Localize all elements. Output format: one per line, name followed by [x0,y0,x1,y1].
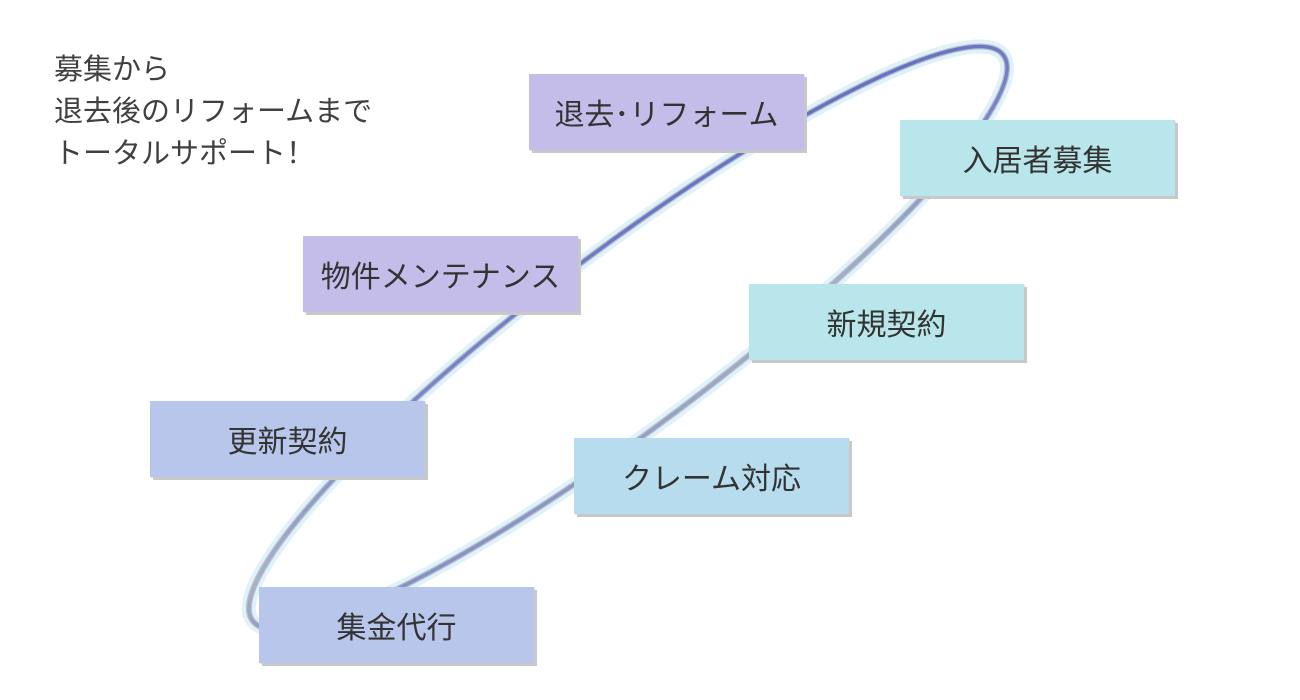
stage-claim-handling: クレーム対応 [574,438,849,514]
stage-label: 更新契約 [227,425,348,460]
stage-new-contract: 新規契約 [749,284,1024,360]
stage-rent-collection: 集金代行 [259,587,534,663]
stage-label: 新規契約 [826,308,947,343]
stage-label: 集金代行 [336,611,457,646]
intro-line-3: トータルサポート！ [54,136,316,170]
intro-text: 募集から 退去後のリフォームまで トータルサポート！ [54,48,372,174]
stage-tenant-recruitment: 入居者募集 [900,120,1175,196]
stage-property-maintenance: 物件メンテナンス [303,236,578,312]
intro-line-1: 募集から [54,52,171,86]
intro-line-2: 退去後のリフォームまで [54,94,373,128]
stage-label: クレーム対応 [621,462,802,497]
stage-contract-renewal: 更新契約 [150,401,425,477]
stage-label: 退去･リフォーム [554,98,779,133]
stage-retirement-reform: 退去･リフォーム [529,74,804,150]
stage-label: 物件メンテナンス [320,260,561,295]
stage-label: 入居者募集 [962,144,1113,179]
